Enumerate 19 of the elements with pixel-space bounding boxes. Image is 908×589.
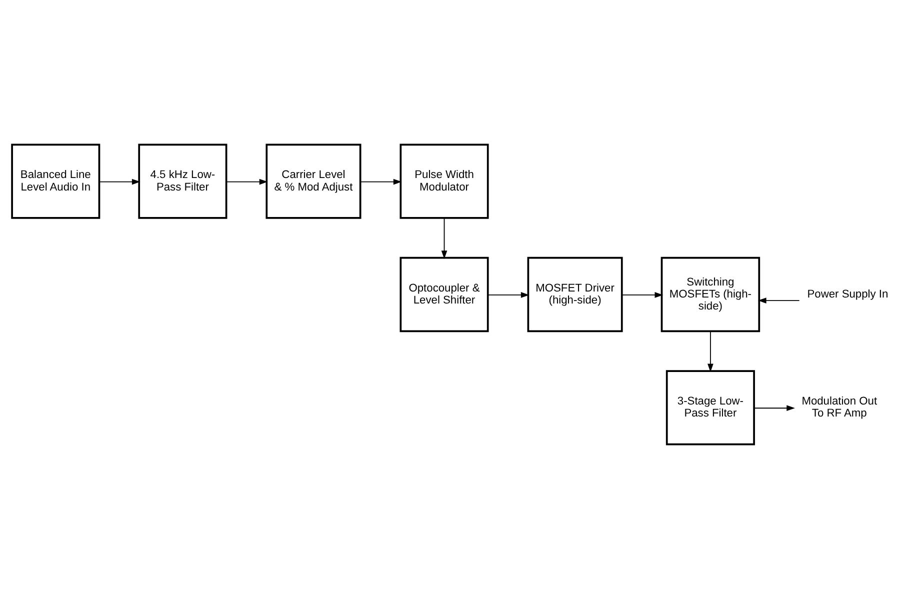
arrow [708,330,714,372]
node-box: Switching MOSFETs (high-side) [660,256,760,332]
arrow [488,292,530,298]
node-box: 3-Stage Low-Pass Filter [666,370,755,446]
arrow [226,178,268,185]
node-box: 4.5 kHz Low-Pass Filter [138,144,228,219]
node-box: Carrier Level & % Mod Adjust [266,144,362,219]
node-box: Pulse Width Modulator [400,144,489,219]
arrow [622,292,664,298]
arrow [360,178,402,185]
arrow [441,218,448,259]
node-box: Optocoupler & Level Shifter [400,256,489,332]
node-box: MOSFET Driver (high-side) [527,256,623,332]
arrow [758,298,800,304]
node-box: Balanced Line Level Audio In [11,144,100,219]
arrow [98,178,140,185]
arrow [754,405,795,412]
node-text: Modulation Out To RF Amp [802,396,878,420]
node-text: Power Supply In [807,288,888,300]
